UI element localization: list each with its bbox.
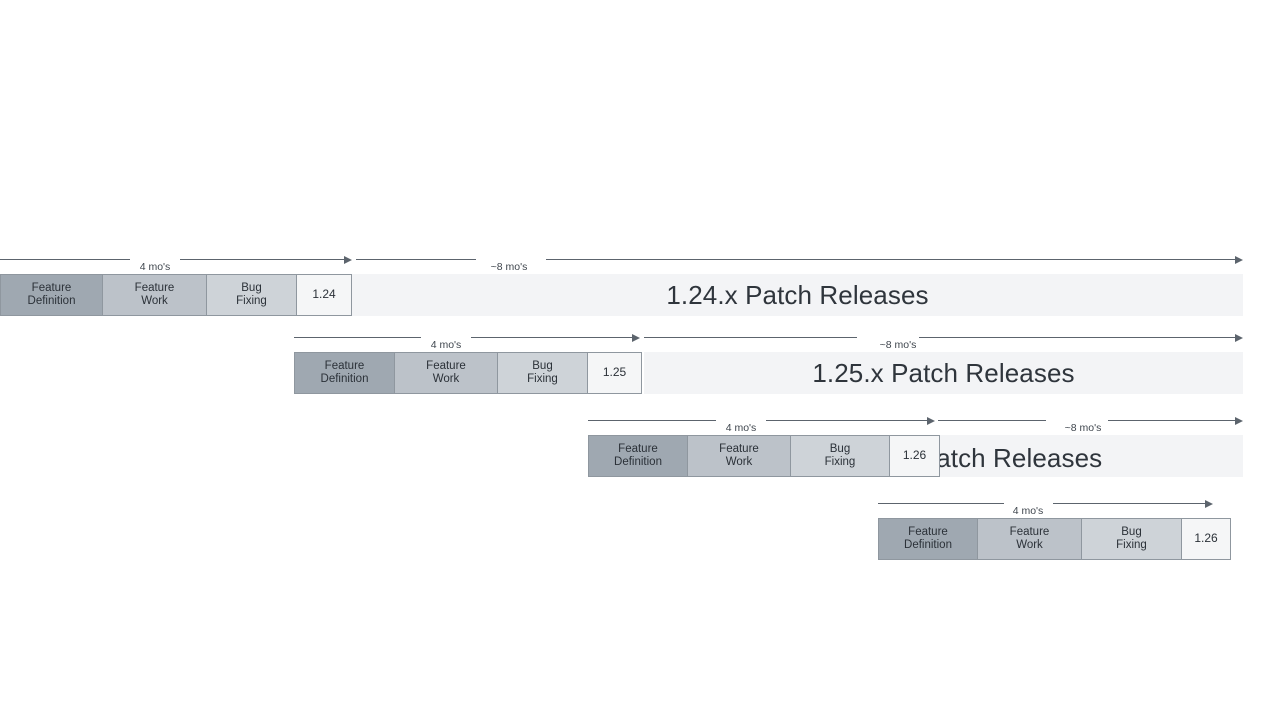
phase-label-line2: Work [432,373,460,385]
phase-label-line1: Feature [134,281,175,294]
measure-line-right [546,259,1235,260]
phase-label-line2: Definition [27,295,76,307]
dev-measure-1-25: 4 mo's [294,328,640,352]
version-label: 1.26 [902,448,927,463]
phase-label-line2: Fixing [236,295,267,307]
phase-label-line1: Bug [829,442,851,455]
patch-band-1-25: 1.25.x Patch Releases [644,352,1243,394]
phase-label-line2: Definition [614,456,662,468]
version-label: 1.25 [602,365,627,380]
phase-box-bug-fixing[interactable]: Bug Fixing [497,352,588,394]
patch-measure-label: ~8 mo's [1064,422,1102,434]
measure-line-right [471,337,632,338]
measure-line-left [644,337,857,338]
phase-box-bug-fixing[interactable]: Bug Fixing [206,274,297,316]
phase-box-feature-definition[interactable]: Feature Definition [0,274,103,316]
measure-line-left [0,259,130,260]
phase-box-feature-work[interactable]: Feature Work [102,274,207,316]
dev-measure-1-26-next: 4 mo's [878,494,1213,518]
dev-measure-1-26: 4 mo's [588,411,935,435]
phase-label-line2: Definition [320,373,369,385]
measure-arrowhead-icon [1205,499,1213,508]
phase-strip-1-24: Feature Definition Feature Work Bug Fixi… [0,274,352,316]
measure-line-left [356,259,476,260]
phase-label-line2: Work [725,456,753,468]
patch-measure-label: ~8 mo's [490,261,528,273]
phase-box-feature-work[interactable]: Feature Work [687,435,791,477]
version-label: 1.26 [1194,531,1218,546]
patch-measure-1-25: ~8 mo's [644,328,1243,352]
measure-line-left [878,503,1004,504]
measure-arrowhead-icon [344,255,352,264]
measure-arrowhead-icon [1235,255,1243,264]
dev-measure-label: 4 mo's [1012,505,1044,517]
patch-band-label: 1.24.x Patch Releases [666,279,929,310]
phase-box-bug-fixing[interactable]: Bug Fixing [1081,518,1182,560]
version-box[interactable]: 1.25 [587,352,642,394]
phase-strip-1-26: Feature Definition Feature Work Bug Fixi… [588,435,940,477]
measure-arrowhead-icon [632,333,640,342]
measure-line-right [919,337,1235,338]
measure-line-left [588,420,716,421]
phase-label-line2: Work [1016,539,1043,551]
version-box[interactable]: 1.26 [1181,518,1231,560]
phase-strip-1-26-next: Feature Definition Feature Work Bug Fixi… [878,518,1231,560]
phase-label-line1: Bug [241,281,262,294]
measure-line-right [766,420,927,421]
measure-line-right [1108,420,1235,421]
phase-box-feature-definition[interactable]: Feature Definition [588,435,688,477]
phase-box-feature-definition[interactable]: Feature Definition [878,518,978,560]
phase-label-line1: Feature [618,442,658,455]
version-box[interactable]: 1.26 [889,435,940,477]
phase-label-line1: Feature [908,525,948,538]
phase-label-line2: Fixing [824,456,856,468]
patch-band-1-26: 1.26.x Patch Releases [840,435,1243,477]
phase-label-line1: Bug [532,359,553,372]
timeline-row-1-24: 4 mo's ~8 mo's 1.24.x Patch Releases Fea… [0,250,1280,320]
patch-band-label: 1.25.x Patch Releases [812,357,1075,388]
phase-label-line1: Feature [324,359,365,372]
dev-measure-label: 4 mo's [430,339,462,351]
measure-line-right [1053,503,1205,504]
phase-label-line2: Work [141,295,168,307]
phase-label-line2: Fixing [1116,539,1147,551]
dev-measure-label: 4 mo's [725,422,757,434]
phase-box-feature-work[interactable]: Feature Work [977,518,1082,560]
patch-measure-label: ~8 mo's [879,339,917,351]
measure-arrowhead-icon [927,416,935,425]
timeline-row-1-26-next: 4 mo's Feature Definition Feature Work B… [0,494,1280,564]
phase-strip-1-25: Feature Definition Feature Work Bug Fixi… [294,352,642,394]
measure-line-right [180,259,344,260]
patch-band-1-24: 1.24.x Patch Releases [352,274,1243,316]
phase-label-line1: Feature [31,281,72,294]
phase-box-feature-definition[interactable]: Feature Definition [294,352,395,394]
timeline-row-1-26: 4 mo's ~8 mo's 1.26.x Patch Releases Fea… [0,411,1280,481]
phase-box-feature-work[interactable]: Feature Work [394,352,498,394]
measure-arrowhead-icon [1235,333,1243,342]
dev-measure-1-24: 4 mo's [0,250,352,274]
patch-measure-1-24: ~8 mo's [356,250,1243,274]
measure-line-left [938,420,1046,421]
phase-label-line1: Feature [426,359,466,372]
measure-line-left [294,337,421,338]
dev-measure-label: 4 mo's [139,261,171,273]
phase-label-line1: Feature [1009,525,1050,538]
phase-label-line1: Feature [719,442,759,455]
phase-label-line2: Definition [904,539,952,551]
patch-measure-1-26: ~8 mo's [938,411,1243,435]
version-box[interactable]: 1.24 [296,274,352,316]
phase-label-line2: Fixing [527,373,558,385]
version-label: 1.24 [312,287,336,302]
timeline-row-1-25: 4 mo's ~8 mo's 1.25.x Patch Releases Fea… [0,328,1280,398]
phase-box-bug-fixing[interactable]: Bug Fixing [790,435,890,477]
phase-label-line1: Bug [1121,525,1142,538]
measure-arrowhead-icon [1235,416,1243,425]
